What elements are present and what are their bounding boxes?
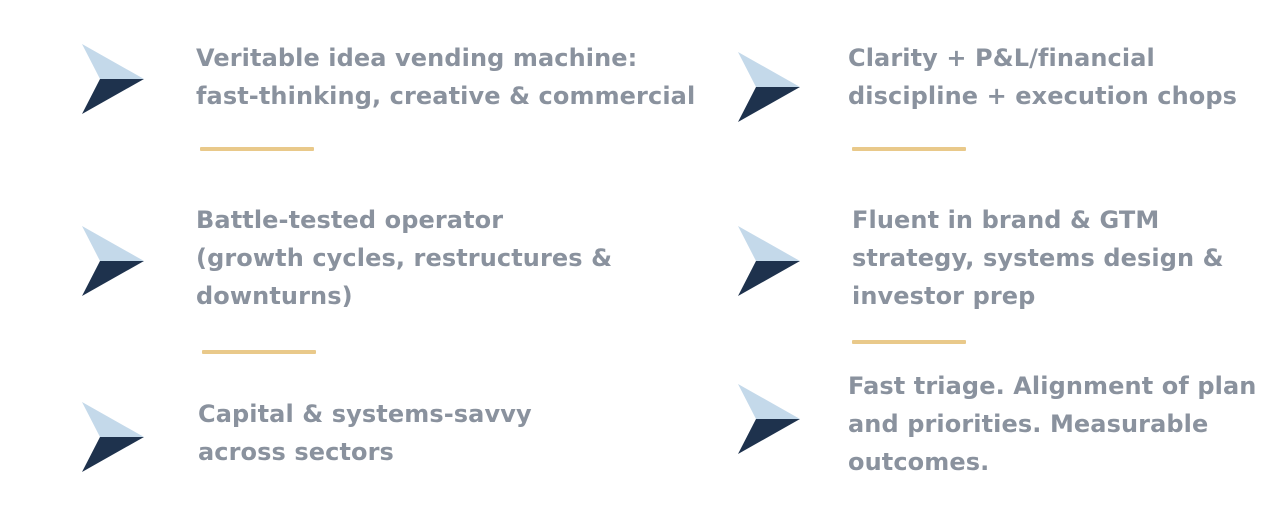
feature-text-operator: Battle-tested operator (growth cycles, r… bbox=[196, 201, 612, 315]
feature-text-clarity: Clarity + P&L/financial discipline + exe… bbox=[848, 39, 1237, 115]
chevron-arrow-icon bbox=[736, 225, 802, 297]
feature-text-fluent: Fluent in brand & GTM strategy, systems … bbox=[852, 201, 1224, 315]
feature-text-line: Clarity + P&L/financial bbox=[848, 44, 1155, 72]
feature-text-line: fast-thinking, creative & commercial bbox=[196, 82, 696, 110]
feature-text-line: (growth cycles, restructures & bbox=[196, 244, 613, 272]
divider bbox=[200, 147, 314, 151]
feature-text-line: Capital & systems-savvy bbox=[198, 400, 532, 428]
feature-text-line: outcomes. bbox=[848, 448, 990, 476]
feature-text-line: Veritable idea vending machine: bbox=[196, 44, 638, 72]
feature-text-line: investor prep bbox=[852, 282, 1036, 310]
chevron-arrow-icon bbox=[736, 383, 802, 455]
feature-text-line: and priorities. Measurable bbox=[848, 410, 1209, 438]
divider bbox=[852, 147, 966, 151]
feature-text-capital: Capital & systems-savvy across sectors bbox=[198, 395, 532, 471]
feature-text-line: Fluent in brand & GTM bbox=[852, 206, 1160, 234]
feature-text-line: strategy, systems design & bbox=[852, 244, 1224, 272]
feature-text-line: Fast triage. Alignment of plan bbox=[848, 372, 1257, 400]
chevron-arrow-icon bbox=[736, 51, 802, 123]
feature-text-idea-machine: Veritable idea vending machine: fast-thi… bbox=[196, 39, 695, 115]
feature-text-triage: Fast triage. Alignment of plan and prior… bbox=[848, 367, 1256, 481]
feature-text-line: across sectors bbox=[198, 438, 394, 466]
chevron-arrow-icon bbox=[80, 401, 146, 473]
divider bbox=[202, 350, 316, 354]
chevron-arrow-icon bbox=[80, 225, 146, 297]
feature-text-line: downturns) bbox=[196, 282, 353, 310]
divider bbox=[852, 340, 966, 344]
chevron-arrow-icon bbox=[80, 43, 146, 115]
feature-text-line: discipline + execution chops bbox=[848, 82, 1238, 110]
feature-text-line: Battle-tested operator bbox=[196, 206, 504, 234]
